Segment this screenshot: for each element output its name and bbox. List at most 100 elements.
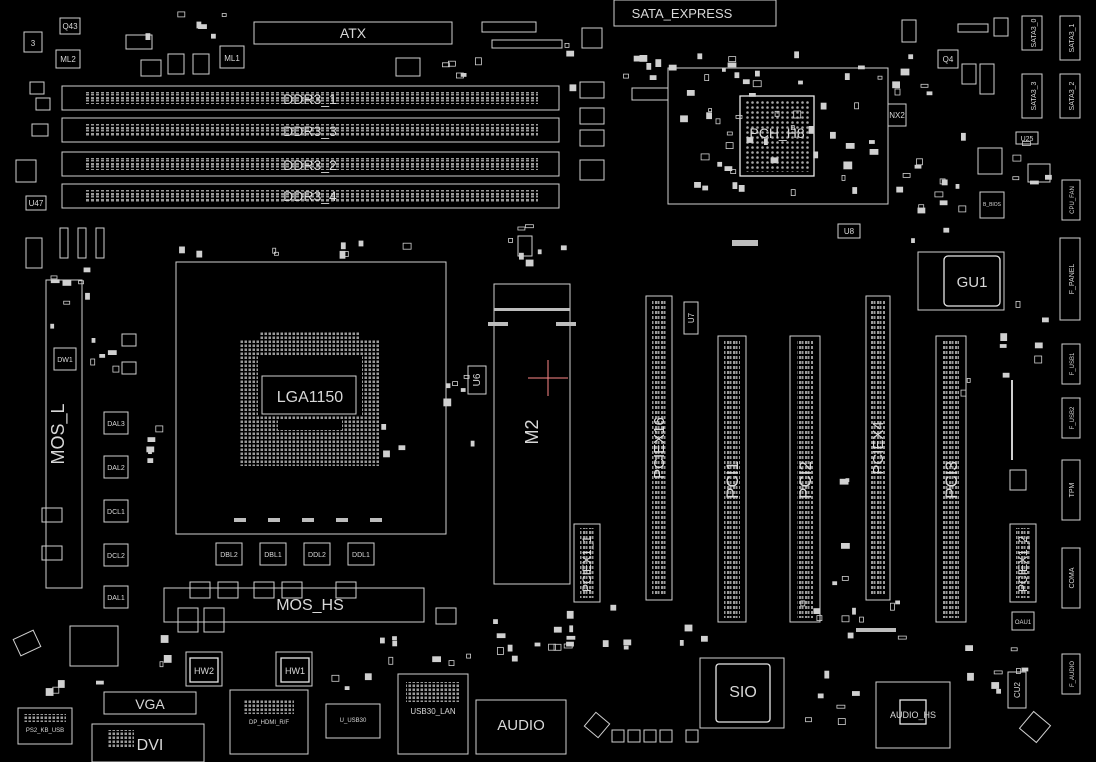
passive-pad xyxy=(1045,174,1052,180)
passive-pad xyxy=(1016,668,1021,674)
passive-pad xyxy=(553,626,562,633)
passive-pad xyxy=(706,112,712,120)
passive-pad xyxy=(339,250,346,259)
passive-pad xyxy=(832,581,838,586)
passive-pad xyxy=(726,131,733,136)
passive-pad xyxy=(85,292,90,300)
tpm-label: TPM xyxy=(1069,482,1076,497)
passive-pad xyxy=(852,607,856,615)
passive-pad xyxy=(727,62,737,68)
passive-pad xyxy=(633,55,640,62)
passive-pad xyxy=(841,543,850,549)
pci2-slot: PCI2 xyxy=(789,335,821,623)
passive-pad xyxy=(566,50,575,57)
dcl2-label: DCL2 xyxy=(107,553,125,560)
passive-pad xyxy=(738,184,745,192)
passive-pad xyxy=(916,158,923,166)
passive-pad xyxy=(697,53,703,60)
passive-pad xyxy=(511,655,518,662)
passive-pad xyxy=(869,140,875,144)
passive-pad xyxy=(45,688,54,696)
sio-label: SIO xyxy=(729,684,757,701)
sata-express-label: SATA_EXPRESS xyxy=(632,6,733,21)
passive-pad xyxy=(639,55,648,62)
audio-hs-label: AUDIO_HS xyxy=(890,710,936,720)
passive-pad xyxy=(955,183,960,189)
passive-pad xyxy=(159,661,164,668)
pci3-label: PCI3 xyxy=(942,461,961,499)
passive-pad xyxy=(443,398,452,407)
pciex16-slot: PCIEX16 U7 xyxy=(645,295,699,601)
passive-pad xyxy=(798,80,803,85)
gu1-label: GU1 xyxy=(957,274,988,291)
cu2-label: CU2 xyxy=(1013,681,1022,698)
passive-pad xyxy=(566,641,574,647)
dal2-label: DAL2 xyxy=(107,465,125,472)
passive-pad xyxy=(90,358,96,366)
passive-pad xyxy=(569,625,574,633)
passive-pad xyxy=(894,88,901,96)
passive-pad xyxy=(896,186,904,193)
passive-pad xyxy=(897,635,907,640)
passive-pad xyxy=(752,80,762,88)
passive-pad xyxy=(99,353,106,358)
passive-pad xyxy=(91,337,96,343)
sio-chip: SIO xyxy=(699,657,785,729)
passive-pad xyxy=(392,640,398,647)
gu1-chip: GU1 xyxy=(917,251,1005,311)
passive-pad xyxy=(358,240,364,247)
passive-pad xyxy=(966,377,971,383)
ddr3-1-label: DDR3_1 xyxy=(283,91,337,107)
mos-hs-label: MOS_HS xyxy=(276,597,344,614)
passive-pad xyxy=(155,425,164,433)
passive-pad xyxy=(466,653,472,659)
passive-pad xyxy=(735,115,743,119)
passive-pad xyxy=(1012,176,1020,181)
passive-pad xyxy=(496,633,506,639)
passive-pad xyxy=(918,204,925,210)
passive-pad xyxy=(517,226,526,231)
pch-label: PCH_H8 xyxy=(749,125,804,141)
passive-pad xyxy=(830,131,836,139)
passive-pad xyxy=(452,381,459,387)
m2-label: M2 xyxy=(522,419,542,444)
passive-pad xyxy=(770,157,779,164)
passive-pad xyxy=(858,65,865,70)
passive-pad xyxy=(755,70,760,77)
u-usb30-label: U_USB30 xyxy=(340,718,367,724)
u7-label: U7 xyxy=(687,312,696,323)
passive-components xyxy=(45,11,1052,725)
passive-pad xyxy=(732,182,738,190)
passive-pad xyxy=(1034,355,1043,364)
sata3-0-label: SATA3_0 xyxy=(1031,18,1038,47)
passive-pad xyxy=(392,636,397,640)
pciex16-label: PCIEX16 xyxy=(651,417,668,479)
passive-pad xyxy=(790,125,795,130)
q4-label: Q4 xyxy=(943,55,954,64)
passive-pad xyxy=(836,704,846,709)
dw1-label: DW1 xyxy=(57,357,73,364)
passive-pad xyxy=(383,450,390,458)
cpu-socket: LGA1150 xyxy=(175,261,447,535)
passive-pad xyxy=(548,643,556,651)
passive-pad xyxy=(841,174,846,181)
passive-pad xyxy=(967,672,974,681)
passive-pad xyxy=(364,673,372,681)
passive-pad xyxy=(914,164,922,169)
audio-hs: AUDIO_HS CU2 xyxy=(12,629,1052,749)
pciex4-slot: PCIEX4 xyxy=(856,295,896,632)
passive-pad xyxy=(749,93,756,97)
passive-pad xyxy=(602,640,609,647)
passive-pad xyxy=(50,323,55,329)
passive-pad xyxy=(623,639,632,646)
f-usb1-label: F_USB1 xyxy=(1070,352,1076,375)
passive-pad xyxy=(941,179,948,186)
passive-pad xyxy=(344,686,350,690)
passive-pad xyxy=(145,33,151,40)
rear-io: PS2_KB_USB VGA DVI HW2 HW1 DP_HDMI_R/F U… xyxy=(17,607,567,762)
passive-pad xyxy=(847,632,854,639)
ddr3-3-slot xyxy=(61,117,560,143)
passive-pad xyxy=(534,642,541,647)
pch-block: PCH_H8 NX2 U8 xyxy=(579,67,907,246)
passive-pad xyxy=(722,68,726,72)
